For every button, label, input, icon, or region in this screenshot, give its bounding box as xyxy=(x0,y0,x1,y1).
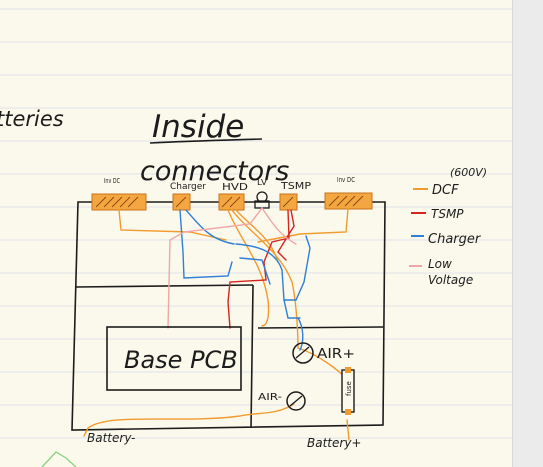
diagram-title: Inside xyxy=(152,109,244,145)
legend-label-tsmp: TSMP xyxy=(431,207,464,221)
air-plus-symbol xyxy=(292,342,314,364)
ruled-lines xyxy=(0,8,512,439)
wires-low-voltage xyxy=(167,207,297,329)
wires-charger xyxy=(179,209,311,351)
fuse-label: fuse xyxy=(345,381,353,396)
battery-minus-label: Battery- xyxy=(87,431,135,445)
legend-label-dcf: DCF xyxy=(432,183,459,198)
connector-inv-dc-left xyxy=(91,193,147,211)
battery-plus-label: Battery+ xyxy=(307,436,361,450)
page-edge xyxy=(512,0,543,467)
wiring xyxy=(83,207,350,441)
partial-heading: tteries xyxy=(0,107,64,131)
wires-tsmp xyxy=(227,209,295,329)
connector-labels: Inv DC Charger HVD LV TSMP Inv DC xyxy=(104,176,355,193)
connector-lv xyxy=(254,191,270,209)
diagram-canvas: tteries Inside connectors Inv DC Charger… xyxy=(0,8,512,467)
connector-label-charger: Charger xyxy=(170,182,206,192)
connector-label-hvd: HVD xyxy=(222,182,248,193)
connector-label-inv-dc-left: Inv DC xyxy=(104,177,120,185)
connector-blocks xyxy=(91,191,373,211)
air-minus-label: AIR- xyxy=(258,392,282,403)
base-pcb-box xyxy=(106,326,242,391)
connector-label-tsmp: TSMP xyxy=(280,181,311,192)
legend-note: (600V) xyxy=(450,166,487,179)
stray-green-mark xyxy=(41,451,77,467)
legend-label-charger: Charger xyxy=(428,232,482,247)
connector-hvd xyxy=(218,193,245,211)
connector-inv-dc-right xyxy=(324,192,373,210)
wires-dcf xyxy=(83,208,350,441)
base-pcb-label: Base PCB xyxy=(124,346,238,374)
air-plus-label: AIR+ xyxy=(317,347,355,362)
title-underline xyxy=(149,138,263,144)
diagram-subtitle: connectors xyxy=(140,156,289,187)
connector-label-inv-dc-right: Inv DC xyxy=(337,176,355,184)
connector-label-lv: LV xyxy=(257,178,268,187)
air-minus-symbol xyxy=(286,391,306,411)
notebook-page: tteries Inside connectors Inv DC Charger… xyxy=(0,0,512,467)
